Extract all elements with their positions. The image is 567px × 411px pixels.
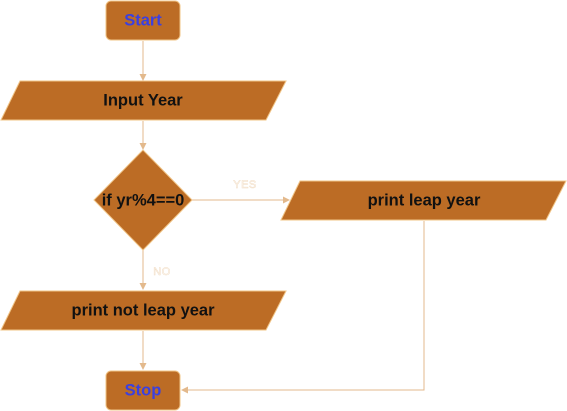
- arrowhead: [283, 196, 290, 204]
- stop-label: Stop: [125, 381, 162, 399]
- decision-label: if yr%4==0: [102, 191, 185, 209]
- print-not-leap-parallelogram: [0, 290, 287, 331]
- arrowhead: [139, 74, 147, 81]
- stop-terminal: [105, 370, 181, 411]
- no-edge-label: NO: [153, 266, 171, 278]
- input-label: Input Year: [103, 91, 183, 109]
- node-print-not-leap: print not leap year: [0, 290, 287, 331]
- input-parallelogram: [0, 80, 287, 121]
- edges: [139, 41, 425, 394]
- node-stop: Stop: [105, 370, 181, 411]
- decision-diamond: [93, 149, 193, 251]
- node-decision: if yr%4==0: [93, 149, 193, 251]
- node-start: Start: [105, 0, 181, 41]
- print-leap-parallelogram: [280, 180, 567, 221]
- node-input: Input Year: [0, 80, 287, 121]
- node-print-leap: print leap year: [280, 180, 567, 221]
- arrowhead: [139, 283, 147, 290]
- arrowhead: [139, 363, 147, 370]
- arrowhead: [139, 143, 147, 150]
- edge-labels: YES NO: [153, 179, 257, 279]
- print-not-leap-label: print not leap year: [71, 301, 215, 319]
- start-label: Start: [124, 11, 162, 29]
- start-terminal: [105, 0, 181, 41]
- edge-leap-to-stop: [188, 221, 425, 391]
- print-leap-label: print leap year: [368, 191, 481, 209]
- yes-edge-label: YES: [233, 179, 257, 191]
- arrowhead: [181, 386, 188, 394]
